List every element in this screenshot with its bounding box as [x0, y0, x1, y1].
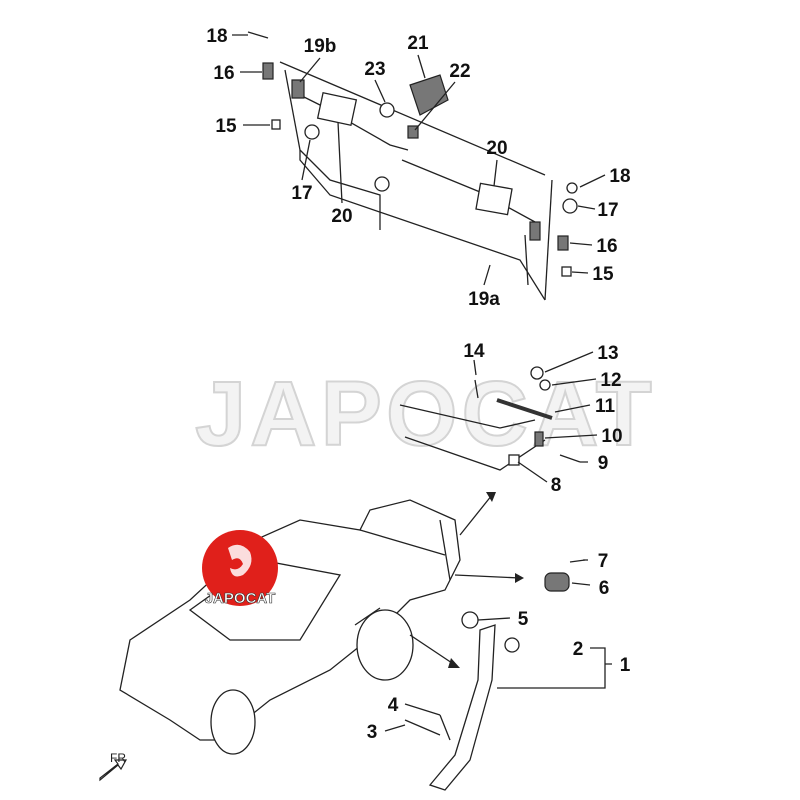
- latch-16b: [557, 235, 569, 251]
- fr-arrow-icon: [99, 759, 128, 782]
- callout-16: 16: [596, 236, 617, 257]
- front-wheel: [210, 689, 256, 755]
- logo-cat-icon: [228, 544, 252, 577]
- screw-18b: [566, 182, 578, 194]
- bolt-17c: [374, 176, 390, 192]
- rod-right: [401, 159, 536, 223]
- logo-text: JAPOCAT: [205, 590, 276, 607]
- panel-edge-top: [279, 61, 546, 176]
- callout-21: 21: [407, 33, 429, 54]
- panel-edge-left: [284, 69, 381, 230]
- tailgate-outline-top: [399, 404, 536, 429]
- truck-bed-lines: [359, 519, 451, 581]
- callout-9: 9: [598, 453, 609, 474]
- callout-14: 14: [463, 341, 485, 362]
- bolt-9: [559, 454, 581, 463]
- nut-23: [379, 102, 395, 118]
- lamp-6: [544, 572, 570, 592]
- bracket-19a: [529, 221, 541, 241]
- callout-19a: 19a: [468, 289, 500, 310]
- tailgate-lock-assembly: [232, 31, 606, 301]
- bolt-17a: [304, 124, 320, 140]
- lock-actuator-right: [475, 182, 513, 216]
- callout-15: 15: [592, 264, 614, 285]
- cap-12: [539, 379, 551, 391]
- lock-actuator-left: [316, 91, 358, 127]
- leader-lines-middle: [473, 351, 598, 483]
- leader-lines-lower: [384, 559, 612, 732]
- callout-3: 3: [367, 722, 378, 743]
- panel-edge-bottom: [299, 150, 546, 301]
- clip-22: [407, 125, 419, 139]
- callout-11: 11: [595, 396, 616, 417]
- panel-edge-right: [544, 179, 553, 301]
- bed-side-molding: [428, 624, 496, 791]
- bracket-19b: [291, 79, 305, 99]
- callout-23: 23: [364, 59, 385, 80]
- panel-rib: [524, 234, 529, 286]
- bolt-17b: [562, 198, 578, 214]
- fastener: [504, 637, 520, 653]
- callout-17: 17: [597, 200, 618, 221]
- clip-8: [508, 454, 520, 466]
- callout-15: 15: [215, 116, 237, 137]
- callout-20: 20: [486, 138, 507, 159]
- callout-17: 17: [291, 183, 312, 204]
- callout-7: 7: [598, 551, 609, 572]
- tailgate-outline-bottom: [404, 436, 546, 471]
- bracket-3-4: [404, 714, 451, 741]
- bolt-14: [474, 379, 479, 399]
- truck-body: [119, 499, 461, 741]
- gas-strut-11: [496, 398, 553, 420]
- callout-2: 2: [573, 639, 584, 660]
- japocat-logo: JAPOCAT: [202, 530, 278, 607]
- clip-5: [461, 611, 479, 629]
- callout-13: 13: [597, 343, 618, 364]
- callout-5: 5: [518, 609, 529, 630]
- bed-trim-parts: [384, 559, 612, 791]
- callout-labels: 18 19b 21 16 23 22 15 17 20 20 18 17 16 …: [206, 26, 630, 743]
- callout-6: 6: [599, 578, 610, 599]
- callout-20: 20: [331, 206, 352, 227]
- clip-15b: [561, 266, 572, 277]
- callout-12: 12: [600, 370, 621, 391]
- watermark: JAPOCAT: [195, 363, 656, 465]
- callout-16: 16: [213, 63, 234, 84]
- callout-4: 4: [388, 695, 399, 716]
- arrows: [354, 494, 521, 666]
- front-direction-indicator: FR: [99, 751, 128, 782]
- callout-18: 18: [609, 166, 630, 187]
- callout-22: 22: [449, 61, 470, 82]
- rear-wheel: [356, 609, 414, 681]
- clip-15a: [271, 119, 281, 130]
- rod-left: [299, 94, 409, 151]
- callout-10: 10: [601, 426, 622, 447]
- callout-1: 1: [620, 655, 631, 676]
- screw-7: [569, 559, 586, 563]
- callout-8: 8: [551, 475, 562, 496]
- washer-13: [530, 366, 544, 380]
- leader-lines-upper: [232, 34, 606, 286]
- callout-19b: 19b: [304, 36, 337, 57]
- tailgate-strut-assembly: [399, 351, 598, 483]
- handle-21: [409, 74, 449, 116]
- bracket-10: [534, 431, 544, 447]
- pickup-truck-outline: [119, 492, 524, 755]
- latch-16a: [262, 62, 274, 80]
- callout-18: 18: [206, 26, 227, 47]
- fr-label: FR: [110, 751, 126, 765]
- screw-18a: [247, 31, 269, 39]
